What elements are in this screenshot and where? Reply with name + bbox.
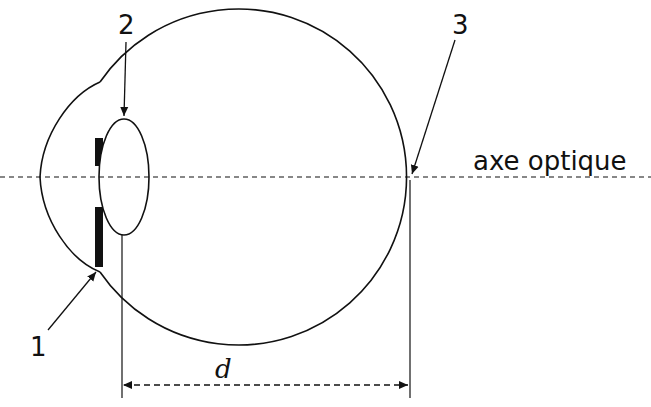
dimension-label: d — [212, 356, 235, 382]
dimension-extension-line — [409, 180, 410, 398]
callout-number: 2 — [118, 12, 135, 38]
leader-line — [124, 42, 126, 116]
iris — [95, 207, 103, 267]
dimension-extension-line — [121, 235, 122, 398]
lens-outline — [99, 119, 149, 235]
optical-axis — [0, 176, 651, 177]
callout-number: 3 — [452, 12, 469, 38]
leader-line — [48, 272, 96, 330]
leader-line — [412, 40, 455, 174]
axis-label: axe optique — [470, 148, 630, 174]
dimension-arrow — [124, 384, 408, 385]
callout-number: 1 — [30, 334, 47, 360]
